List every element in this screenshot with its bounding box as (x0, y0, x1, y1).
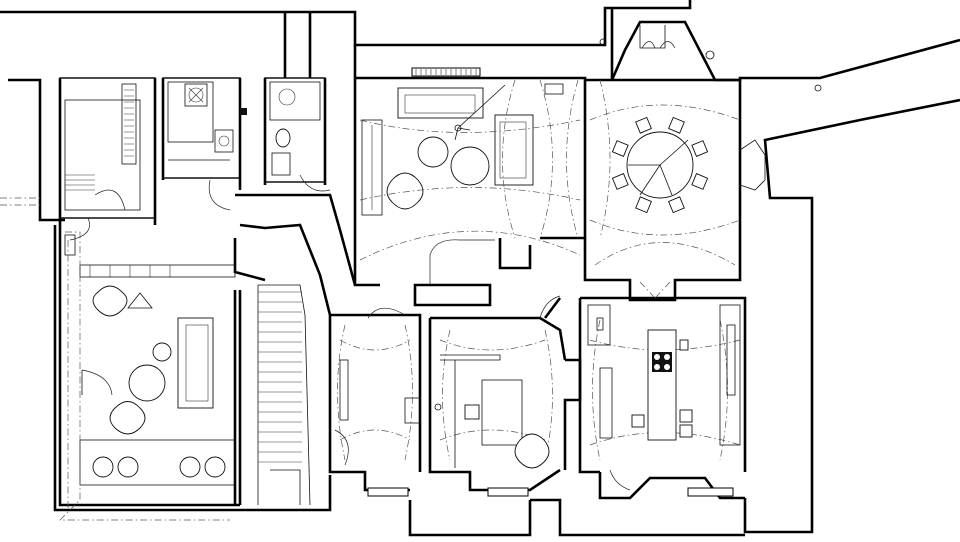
toilet (275, 128, 291, 148)
staircase (257, 284, 311, 506)
armchair-top (92, 285, 128, 317)
door-swing (81, 369, 113, 396)
lamp-icon (127, 292, 153, 309)
ceiling-vaults (337, 79, 741, 461)
dining-chairs (611, 116, 709, 214)
dining-chair (611, 173, 629, 190)
stair-treads (258, 291, 302, 463)
radiator-bottom-2 (487, 487, 529, 497)
coffee-table (128, 364, 166, 402)
left-living-room (79, 264, 236, 486)
wardrobe (121, 83, 137, 165)
dining-chair (668, 196, 685, 214)
wc-sink (271, 152, 291, 176)
kitchen-counter-left (587, 304, 611, 346)
desk (481, 379, 523, 446)
dining-chair (691, 140, 709, 157)
coffee-table-2 (450, 146, 490, 186)
armchair-bottom (109, 401, 146, 435)
sofa (177, 317, 214, 409)
sofa-right (494, 114, 534, 186)
dining-chair (635, 196, 652, 214)
dining-chair (611, 140, 629, 157)
kitchen (587, 304, 741, 497)
sofa-top (397, 87, 484, 119)
radiator-kitchen (687, 487, 734, 497)
kitchen-island (647, 329, 677, 441)
coffee-table-1 (417, 136, 449, 168)
main-living-room (361, 67, 564, 285)
side-table (152, 342, 172, 362)
radiator-bottom-1 (367, 487, 409, 497)
study-room (434, 295, 561, 497)
wc-room (264, 77, 326, 183)
bookshelf (361, 119, 383, 216)
shower-head-icon (278, 88, 296, 106)
shelf-unit (79, 264, 236, 278)
kitchen-counter-right (719, 304, 741, 446)
wardrobe-room (64, 83, 141, 256)
lower-hall-room (334, 307, 421, 497)
armchair-study (514, 433, 550, 469)
ceiling-light-icon (454, 124, 462, 132)
wc (269, 81, 331, 192)
sink (214, 129, 234, 153)
shower (167, 81, 214, 143)
bathroom (167, 81, 247, 211)
desk-chair (464, 404, 480, 420)
armchair-living (386, 172, 424, 210)
shower-drain-icon (188, 87, 204, 103)
planter-bench (79, 439, 236, 486)
dining-room (599, 25, 822, 214)
bathroom-room (162, 77, 241, 179)
dining-chair (635, 116, 652, 134)
property-lines (0, 197, 230, 521)
dining-chair (691, 173, 709, 190)
dining-chair (668, 116, 685, 134)
bedroom-wardrobe-room (59, 77, 156, 219)
